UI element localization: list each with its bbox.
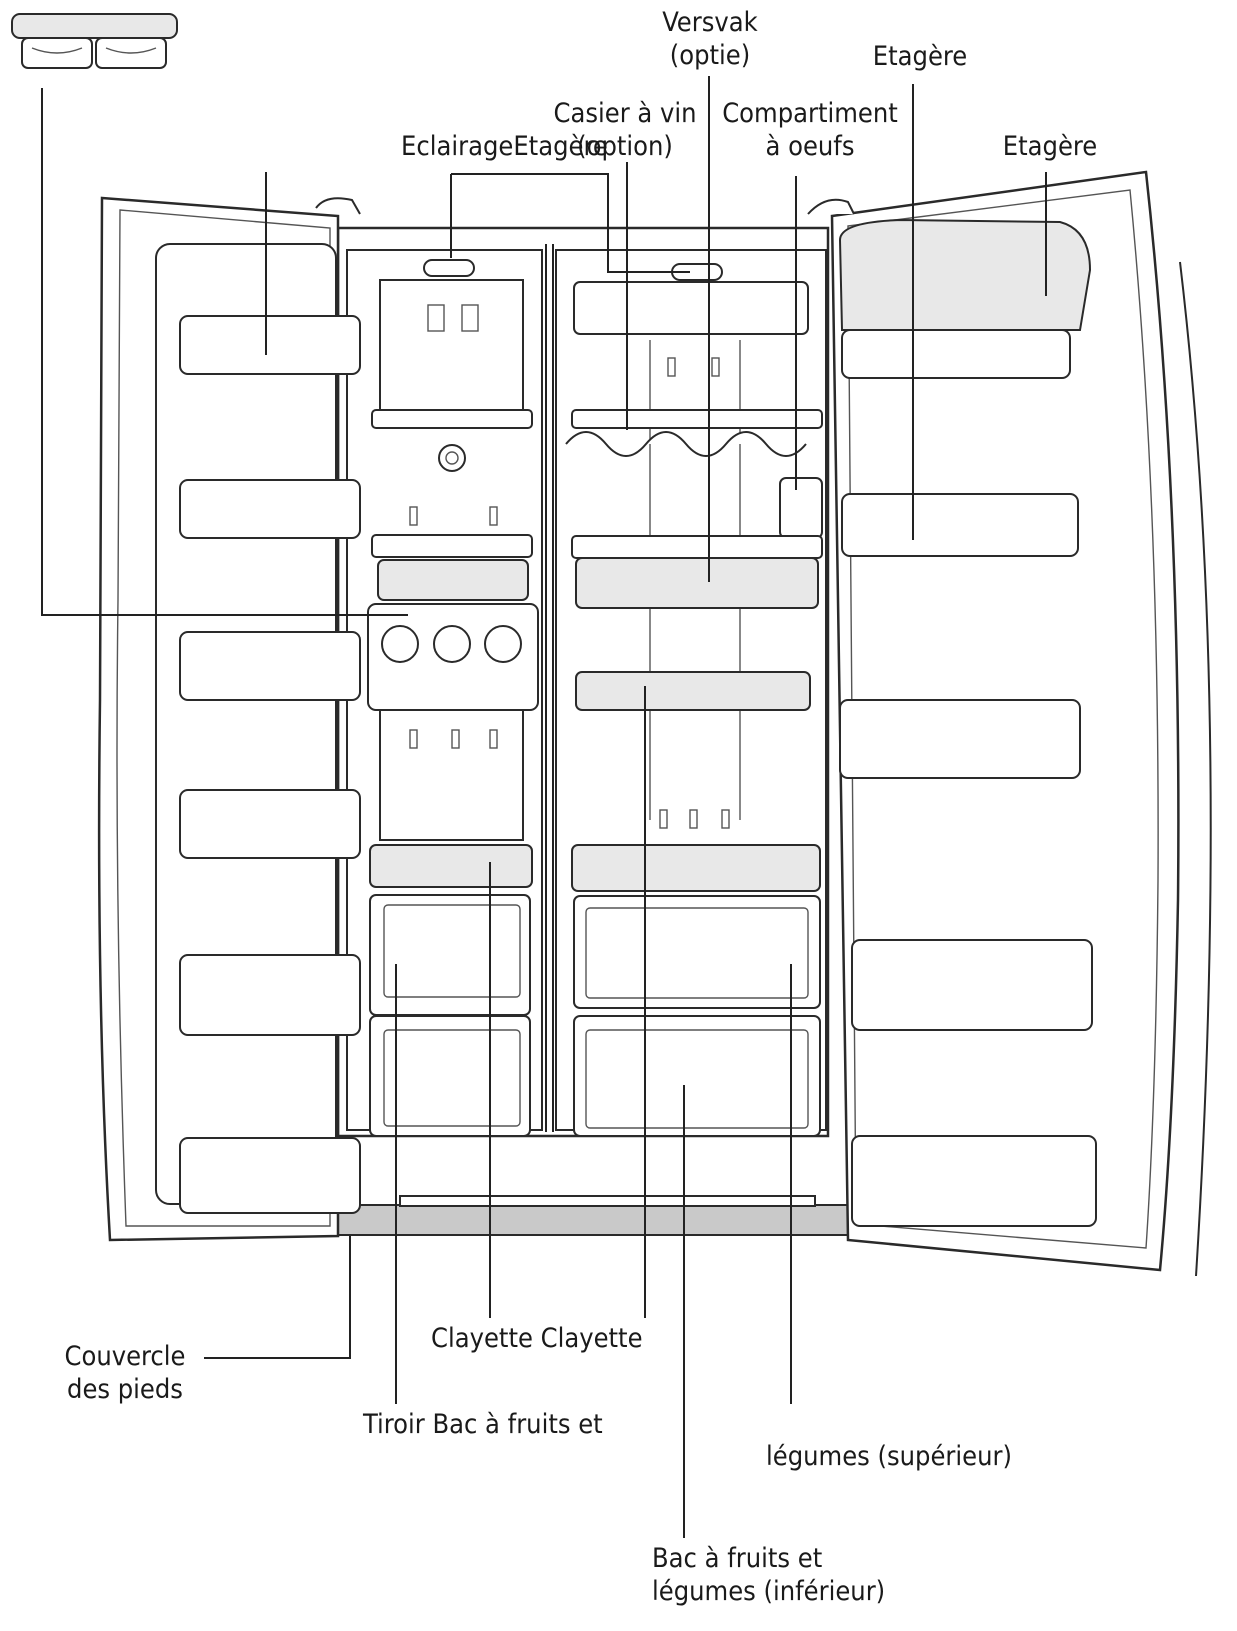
ice-tray-illustration (12, 14, 177, 68)
fridge-interior (566, 282, 822, 1136)
crisper-versvak (576, 558, 818, 608)
label-clayettes: Clayette Clayette (431, 1322, 643, 1355)
label-tiroir-bac: Tiroir Bac à fruits et (363, 1408, 603, 1441)
dairy-compartment (840, 220, 1090, 330)
label-eclairage-etagere: EclairageEtagère (401, 130, 608, 163)
label-versvak: Versvak (optie) (620, 6, 800, 72)
label-couvercle-pieds: Couvercle des pieds (30, 1340, 220, 1406)
egg-compartment (780, 478, 822, 538)
kickplate-cover (334, 1205, 884, 1235)
label-etagere-top: Etagère (840, 40, 1000, 73)
label-bac-inferieur: Bac à fruits et légumes (inférieur) (652, 1542, 885, 1608)
label-legumes-superieur: légumes (supérieur) (766, 1440, 1012, 1473)
label-etagere-right: Etagère (970, 130, 1130, 163)
label-compartiment-oeufs: Compartiment à oeufs (710, 97, 910, 163)
